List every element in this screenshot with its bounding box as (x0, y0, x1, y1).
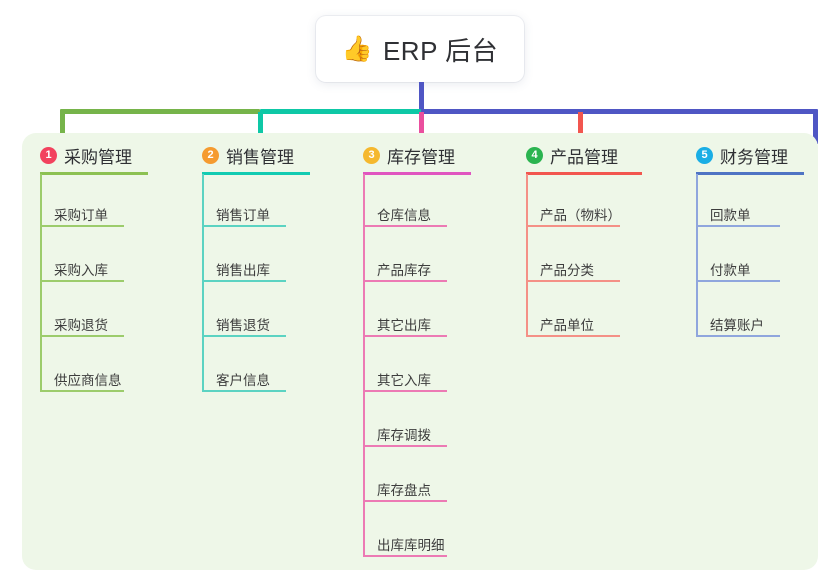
column-rule (202, 172, 310, 175)
column-rule (696, 172, 804, 175)
leaf-label: 出库库明细 (377, 538, 445, 553)
column-spine-connector (696, 174, 698, 336)
thumbs-up-icon: 👍 (341, 34, 373, 63)
column-title: 库存管理 (387, 148, 455, 167)
column-title: 采购管理 (64, 148, 132, 167)
leaf-label: 产品库存 (377, 263, 431, 278)
leaf-rule (363, 335, 447, 337)
leaf-rule (202, 280, 286, 282)
column-header-product[interactable]: 4 产品管理 (526, 143, 618, 168)
column-spine-connector (202, 174, 204, 391)
leaf-rule (363, 445, 447, 447)
leaf-label: 仓库信息 (377, 208, 431, 223)
leaf-label: 结算账户 (710, 318, 764, 333)
bus-segment (60, 109, 260, 114)
column-header-inventory[interactable]: 3 库存管理 (363, 143, 455, 168)
bus-drop-connector (60, 112, 65, 144)
column-badge: 3 (363, 147, 380, 164)
leaf-rule (40, 335, 124, 337)
leaf-label: 销售出库 (216, 263, 270, 278)
column-badge: 5 (696, 147, 713, 164)
column-title: 财务管理 (720, 148, 788, 167)
leaf-rule (526, 225, 620, 227)
leaf-rule (696, 335, 780, 337)
leaf-rule (40, 225, 124, 227)
column-rule (526, 172, 642, 175)
column-header-sales[interactable]: 2 销售管理 (202, 143, 294, 168)
leaf-label: 库存盘点 (377, 483, 431, 498)
leaf-rule (202, 335, 286, 337)
leaf-rule (363, 500, 447, 502)
column-title: 销售管理 (226, 148, 294, 167)
bus-drop-connector (578, 112, 583, 144)
leaf-rule (363, 225, 447, 227)
column-spine-connector (40, 174, 42, 391)
column-badge: 2 (202, 147, 219, 164)
leaf-rule (363, 280, 447, 282)
leaf-label: 采购订单 (54, 208, 108, 223)
leaf-rule (202, 390, 286, 392)
diagram-board: 1 采购管理采购订单采购入库采购退货供应商信息 2 销售管理销售订单销售出库销售退货客… (22, 133, 818, 570)
leaf-label: 库存调拨 (377, 428, 431, 443)
leaf-label: 其它出库 (377, 318, 431, 333)
leaf-rule (696, 225, 780, 227)
leaf-label: 回款单 (710, 208, 751, 223)
leaf-label: 供应商信息 (54, 373, 122, 388)
leaf-rule (526, 280, 620, 282)
leaf-rule (526, 335, 620, 337)
leaf-label: 产品（物料） (540, 208, 621, 223)
leaf-label: 销售退货 (216, 318, 270, 333)
root-title: ERP 后台 (382, 35, 499, 66)
leaf-rule (40, 280, 124, 282)
column-title: 产品管理 (550, 148, 618, 167)
root-node[interactable]: 👍 ERP 后台 (316, 16, 524, 82)
leaf-label: 销售订单 (216, 208, 270, 223)
leaf-label: 产品分类 (540, 263, 594, 278)
column-rule (40, 172, 148, 175)
bus-segment (421, 109, 818, 114)
leaf-label: 付款单 (710, 263, 751, 278)
leaf-rule (202, 225, 286, 227)
column-header-purchase[interactable]: 1 采购管理 (40, 143, 132, 168)
bus-drop-connector (258, 112, 263, 144)
leaf-label: 采购退货 (54, 318, 108, 333)
column-spine-connector (363, 174, 365, 556)
column-rule (363, 172, 471, 175)
root-stem-connector (419, 82, 424, 112)
bus-drop-connector (813, 112, 818, 144)
leaf-label: 其它入库 (377, 373, 431, 388)
leaf-label: 客户信息 (216, 373, 270, 388)
leaf-rule (696, 280, 780, 282)
column-spine-connector (526, 174, 528, 336)
column-header-finance[interactable]: 5 财务管理 (696, 143, 788, 168)
leaf-label: 采购入库 (54, 263, 108, 278)
column-badge: 1 (40, 147, 57, 164)
leaf-rule (40, 390, 124, 392)
bus-segment (260, 109, 421, 114)
leaf-rule (363, 390, 447, 392)
leaf-rule (363, 555, 447, 557)
column-badge: 4 (526, 147, 543, 164)
leaf-label: 产品单位 (540, 318, 594, 333)
bus-drop-connector (419, 112, 424, 144)
